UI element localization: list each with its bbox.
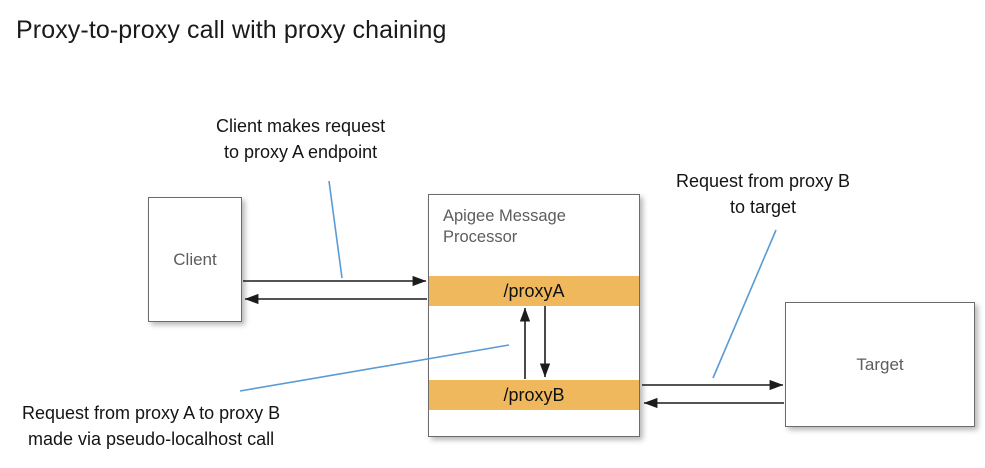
note-proxy-chaining-line1: Request from proxy A to proxy B	[22, 403, 281, 423]
message-processor-title-line1: Apigee Message	[443, 207, 566, 225]
note-proxy-b-to-target: Request from proxy B to target	[676, 168, 850, 220]
proxy-band-proxya[interactable]: /proxyA	[429, 276, 639, 306]
note-client-request: Client makes request to proxy A endpoint	[216, 113, 385, 165]
proxy-band-proxyb[interactable]: /proxyB	[429, 380, 639, 410]
node-target[interactable]: Target	[785, 302, 975, 427]
message-processor-title-line2: Processor	[443, 228, 518, 246]
node-client-label: Client	[173, 249, 217, 269]
note-proxy-b-to-target-line2: to target	[730, 197, 797, 217]
node-target-label: Target	[856, 354, 904, 374]
note-proxy-b-to-target-line1: Request from proxy B	[676, 171, 851, 191]
note-client-request-line2: to proxy A endpoint	[223, 142, 378, 162]
leader-line-client-request	[328, 180, 343, 279]
message-processor-title: Apigee Message Processor	[443, 206, 623, 248]
node-message-processor[interactable]: Apigee Message Processor /proxyA /proxyB	[428, 194, 640, 437]
leader-line-proxy-b-to-target	[712, 229, 777, 379]
node-client[interactable]: Client	[148, 197, 242, 322]
page-title: Proxy-to-proxy call with proxy chaining	[16, 16, 447, 44]
note-proxy-chaining: Request from proxy A to proxy B made via…	[22, 400, 280, 452]
note-proxy-chaining-line2: made via pseudo-localhost call	[27, 429, 275, 449]
note-client-request-line1: Client makes request	[216, 116, 386, 136]
